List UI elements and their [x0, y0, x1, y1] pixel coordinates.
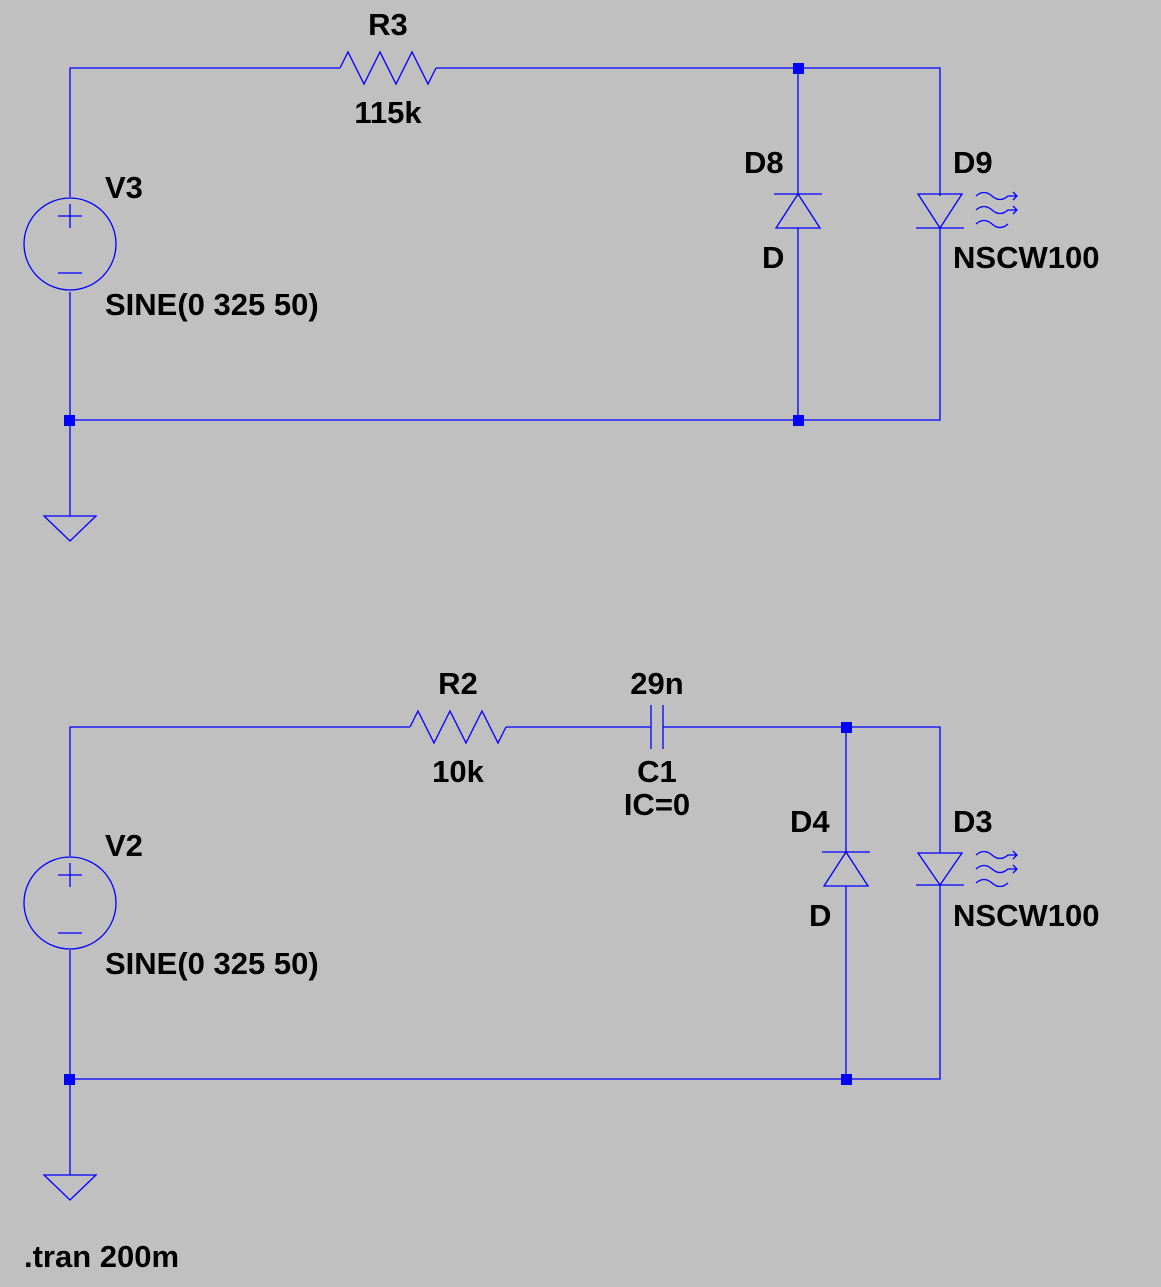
source-name-label: V3: [105, 170, 143, 205]
junction-dot: [841, 722, 852, 733]
circuit-bottom: R2 10k 29n C1 IC=0 V2 SINE(0 325 50) D4 …: [23, 666, 1099, 1201]
spice-directive[interactable]: .tran 200m: [24, 1239, 179, 1274]
junction-dot: [793, 63, 804, 74]
wire[interactable]: [69, 885, 941, 1080]
resistor-name-label: R2: [438, 666, 478, 701]
wire[interactable]: [69, 726, 410, 856]
led-icon[interactable]: [916, 191, 1018, 230]
source-value-label: SINE(0 325 50): [105, 287, 319, 322]
led-name-label: D9: [953, 145, 993, 180]
diode-name-label: D4: [790, 804, 830, 839]
diode-model-label: D: [809, 898, 831, 933]
voltage-source-icon[interactable]: [23, 197, 117, 291]
junction-dot: [841, 1074, 852, 1085]
resistor-name-label: R3: [368, 7, 408, 42]
capacitor-ic-label: IC=0: [624, 787, 690, 822]
source-name-label: V2: [105, 828, 143, 863]
led-model-label: NSCW100: [953, 240, 1099, 275]
resistor-value-label: 10k: [432, 754, 484, 789]
diode-model-label: D: [762, 240, 784, 275]
resistor-icon[interactable]: [339, 50, 437, 86]
capacitor-name-label: C1: [637, 754, 677, 789]
voltage-source-icon[interactable]: [23, 856, 117, 950]
junction-dot: [64, 415, 75, 426]
diode-icon[interactable]: [774, 192, 822, 229]
led-model-label: NSCW100: [953, 898, 1099, 933]
source-value-label: SINE(0 325 50): [105, 946, 319, 981]
wire[interactable]: [69, 67, 340, 197]
led-icon[interactable]: [916, 850, 1018, 888]
circuit-top: R3 115k V3 SINE(0 325 50) D8 D D9 NSCW10…: [23, 7, 1099, 542]
wire[interactable]: [436, 67, 941, 196]
led-name-label: D3: [953, 804, 993, 839]
junction-dot: [64, 1074, 75, 1085]
capacitor-icon[interactable]: [650, 705, 664, 749]
resistor-value-label: 115k: [354, 95, 422, 130]
ground-icon[interactable]: [42, 1174, 98, 1201]
diode-name-label: D8: [744, 145, 784, 180]
junction-dot: [793, 415, 804, 426]
wire[interactable]: [69, 228, 941, 421]
wire[interactable]: [663, 726, 941, 853]
ground-icon[interactable]: [42, 515, 98, 542]
capacitor-value-label: 29n: [630, 666, 683, 701]
diode-icon[interactable]: [822, 850, 870, 887]
resistor-icon[interactable]: [409, 709, 507, 745]
